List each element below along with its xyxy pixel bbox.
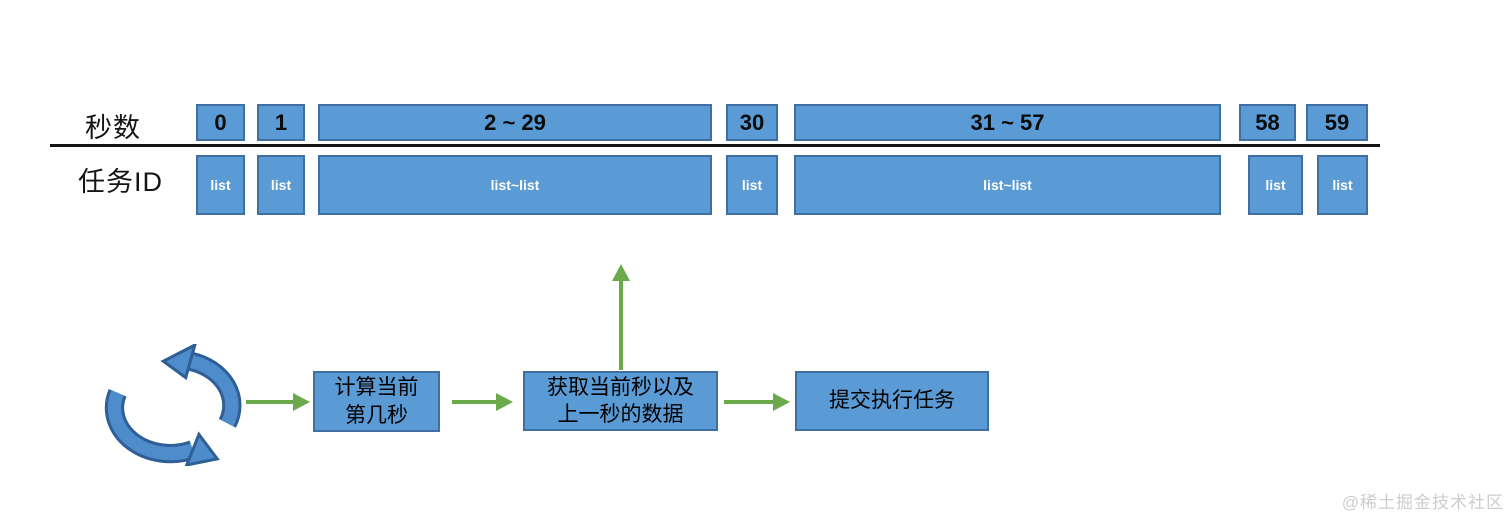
flow-step-fetch-data: 获取当前秒以及 上一秒的数据 [523, 371, 718, 431]
flow-arrow-right-1-icon [246, 393, 310, 411]
seconds-cell-2: 2 ~ 29 [318, 104, 712, 141]
flow-step-submit-task-line1: 提交执行任务 [829, 389, 955, 413]
task-cell-5: list [1248, 155, 1303, 215]
flow-arrow-right-3-icon [724, 393, 790, 411]
flow-step-calc-second-line1: 计算当前 [334, 376, 419, 400]
row-divider [50, 144, 1380, 147]
seconds-cell-1: 1 [257, 104, 305, 141]
task-cell-3: list [726, 155, 778, 215]
task-cell-1: list [257, 155, 305, 215]
flow-step-submit-task: 提交执行任务 [795, 371, 989, 431]
seconds-cell-0: 0 [196, 104, 245, 141]
flow-step-fetch-data-line2: 上一秒的数据 [557, 403, 684, 426]
seconds-cell-4: 31 ~ 57 [794, 104, 1221, 141]
seconds-cell-3: 30 [726, 104, 778, 141]
flow-arrow-right-2-icon [452, 393, 513, 411]
flow-step-calc-second-line2: 第几秒 [345, 403, 408, 427]
seconds-cell-5: 58 [1239, 104, 1296, 141]
flow-arrow-up-icon [612, 264, 630, 370]
watermark-text: @稀土掘金技术社区 [1341, 493, 1504, 512]
seconds-cell-6: 59 [1306, 104, 1368, 141]
task-cell-0: list [196, 155, 245, 215]
loop-cycle-icon [104, 344, 242, 466]
task-cell-4: list~list [794, 155, 1221, 215]
seconds-row-label: 秒数 [85, 113, 141, 143]
task-cell-2: list~list [318, 155, 712, 215]
task-row-label: 任务ID [78, 167, 163, 197]
task-cell-6: list [1317, 155, 1368, 215]
flow-step-calc-second: 计算当前 第几秒 [313, 371, 440, 432]
flow-step-fetch-data-line1: 获取当前秒以及 [547, 375, 694, 399]
